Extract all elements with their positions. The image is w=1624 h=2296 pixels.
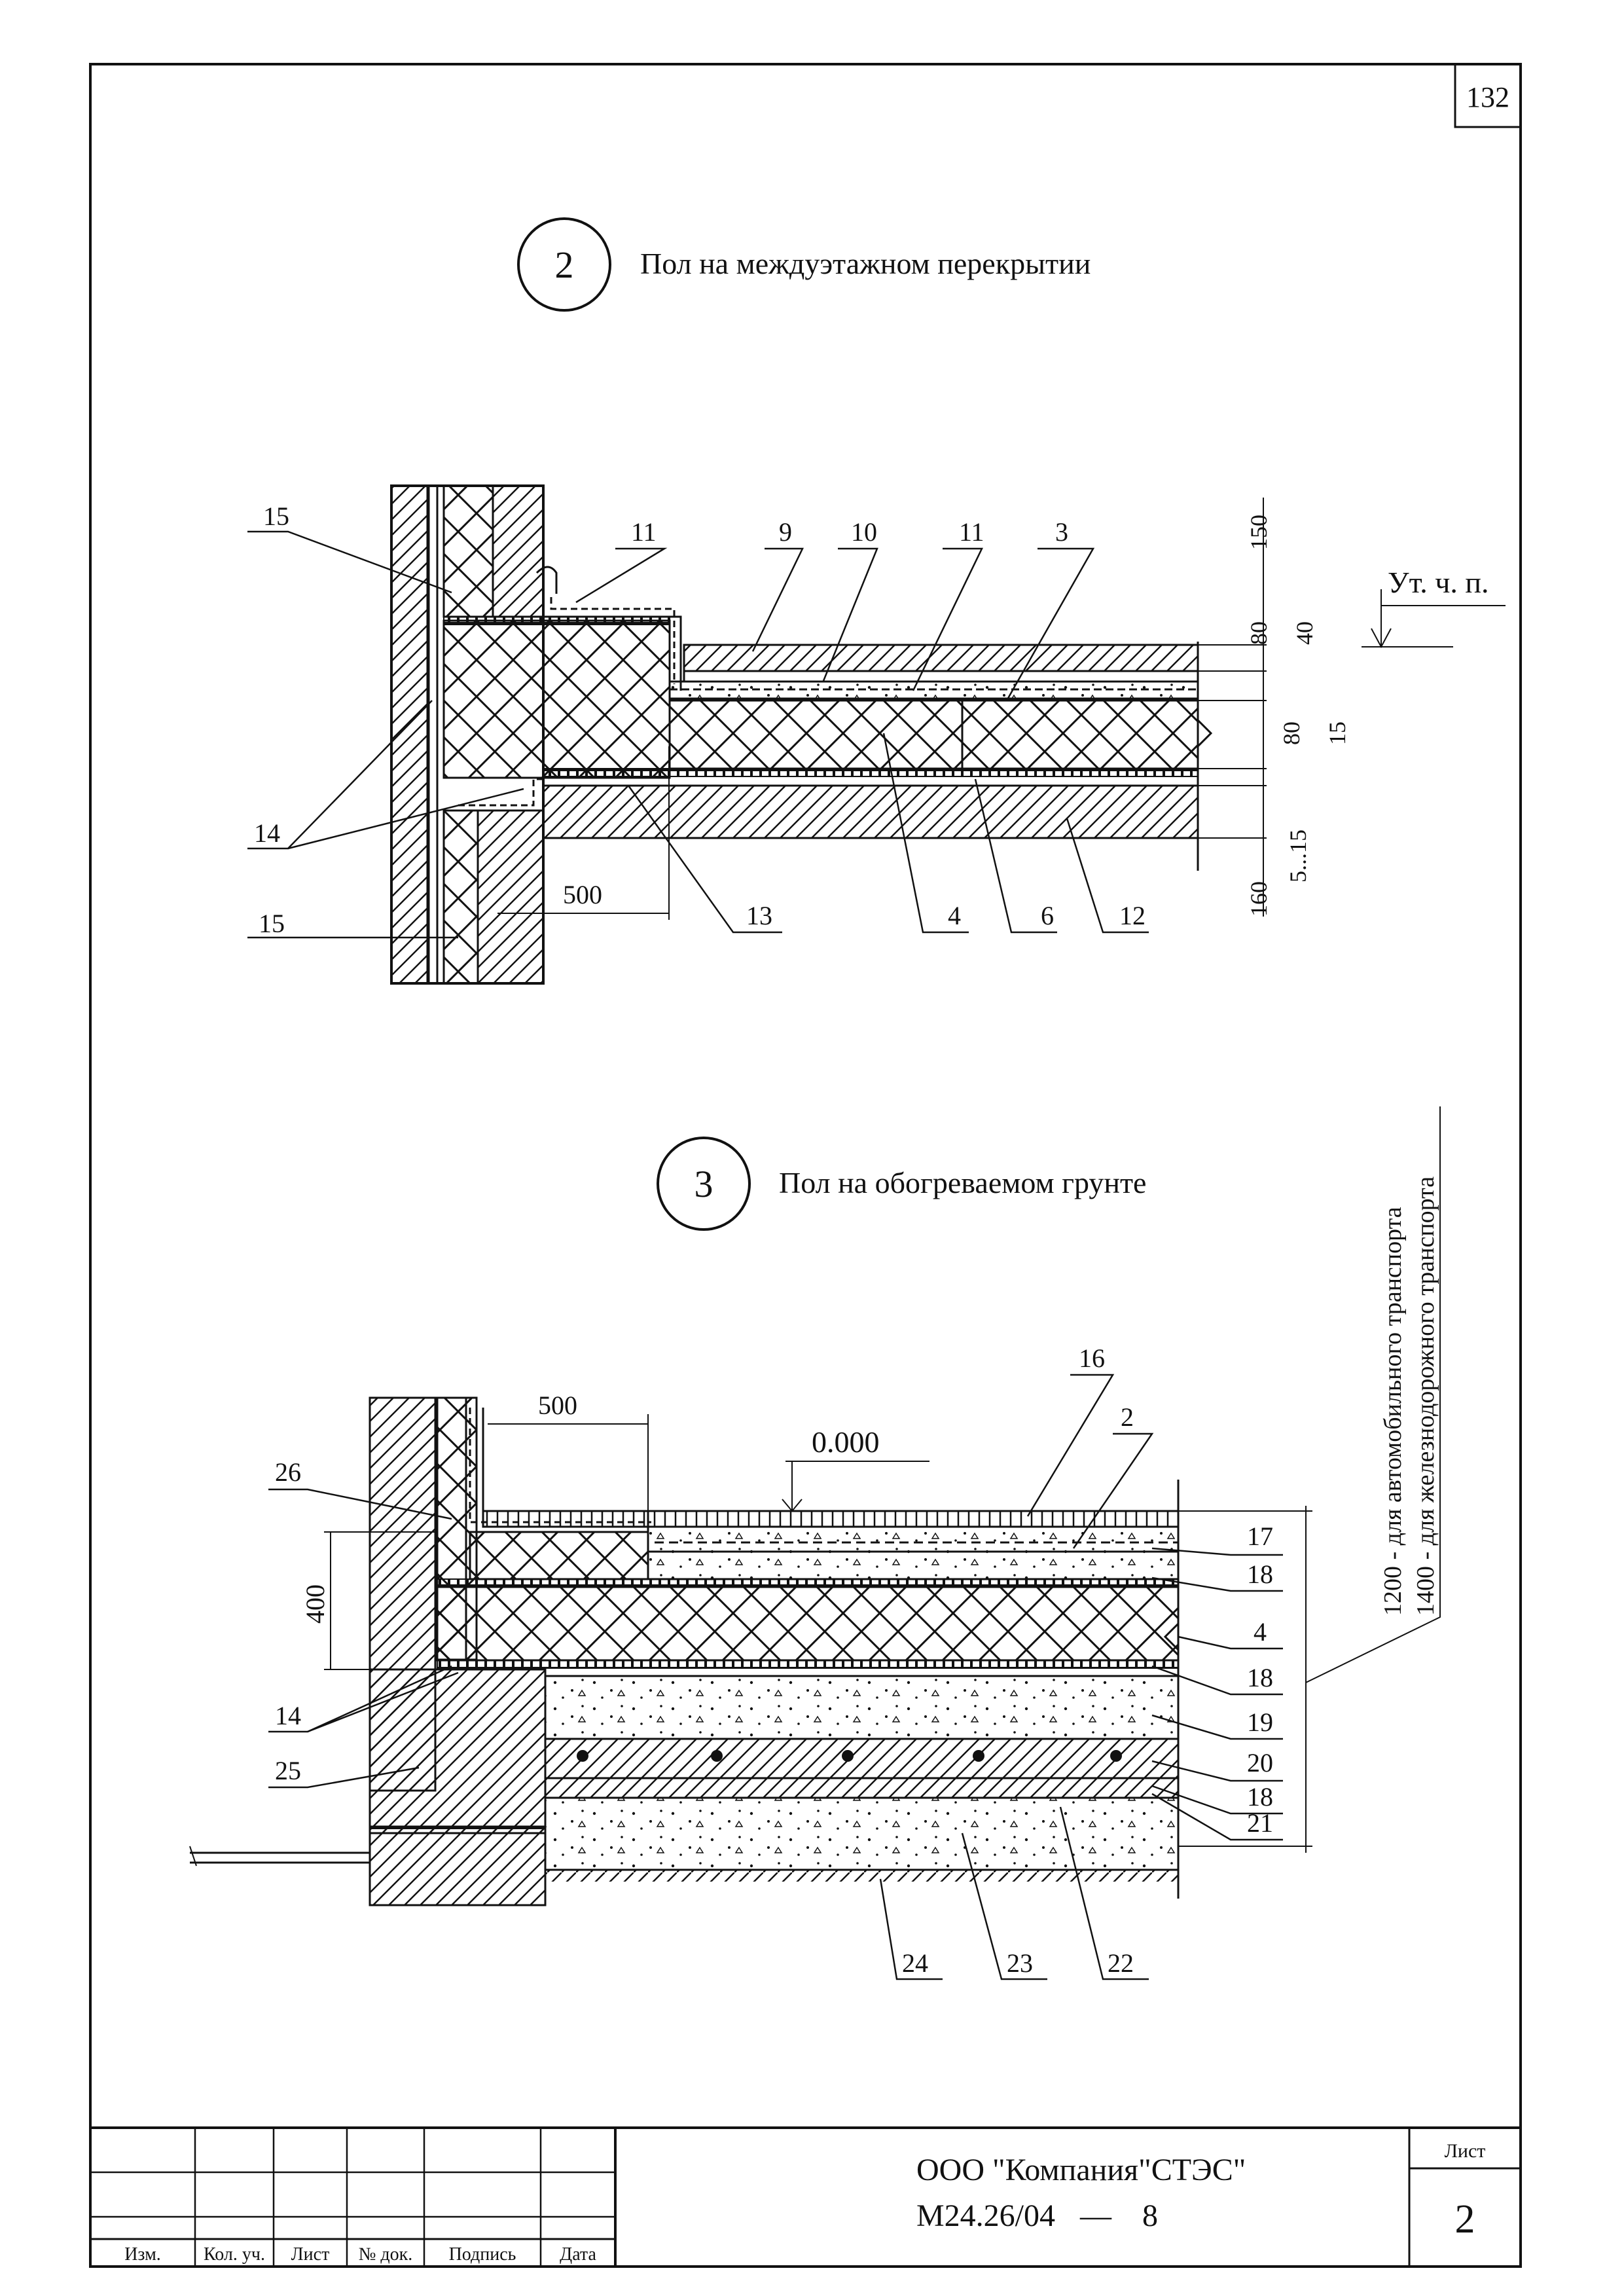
detail-3-dim-500: 500 <box>538 1391 577 1420</box>
dim-160: 160 <box>1246 881 1272 917</box>
callout-26: 26 <box>275 1457 301 1487</box>
col-doc-number: № док. <box>359 2244 413 2265</box>
callout-18: 18 <box>1247 1782 1273 1812</box>
detail-3-section <box>189 1106 1441 1906</box>
col-date: Дата <box>560 2244 596 2265</box>
dim-40: 40 <box>1291 621 1318 645</box>
callout-21: 21 <box>1247 1808 1273 1838</box>
callout-2: 2 <box>1121 1402 1134 1432</box>
title-block-columns: Изм. Кол. уч. Лист № док. Подпись Дата <box>124 2244 596 2265</box>
document-code-separator: — <box>1079 2198 1112 2233</box>
callout-9: 9 <box>779 517 792 547</box>
title-block <box>90 2126 1521 2267</box>
callout-14: 14 <box>275 1701 301 1730</box>
company-name: ООО "Компания"СТЭС" <box>916 2153 1246 2187</box>
heating-pipes <box>577 1750 1122 1762</box>
detail-3-heading: 3 Пол на обогреваемом грунте <box>657 1137 1146 1231</box>
sheet-frame <box>89 63 1522 2268</box>
dim-150: 150 <box>1246 515 1272 550</box>
callout-17: 17 <box>1247 1522 1273 1551</box>
dim-80: 80 <box>1246 621 1272 645</box>
detail-2-leaders <box>247 530 1149 939</box>
detail-2-title: Пол на междуэтажном перекрытии <box>640 247 1091 280</box>
callout-19: 19 <box>1247 1707 1273 1737</box>
callout-22: 22 <box>1108 1948 1134 1978</box>
detail-3-number: 3 <box>695 1163 713 1205</box>
callout-10: 10 <box>851 517 877 547</box>
callout-4: 4 <box>1254 1617 1267 1647</box>
callout-3: 3 <box>1055 517 1068 547</box>
detail-2-dim-500: 500 <box>563 880 602 909</box>
callout-23: 23 <box>1007 1948 1033 1978</box>
detail-3-number-circle <box>657 1137 751 1231</box>
callout-4: 4 <box>948 901 961 930</box>
detail-3-title: Пол на обогреваемом грунте <box>779 1166 1146 1199</box>
callout-15: 15 <box>259 909 285 938</box>
detail-3-callouts: 16 2 26 17 18 4 18 19 20 18 21 14 25 24 … <box>275 1343 1273 1978</box>
callout-13: 13 <box>746 901 772 930</box>
detail-2-heading: 2 Пол на междуэтажном перекрытии <box>517 217 1091 312</box>
callout-12: 12 <box>1119 901 1146 930</box>
col-signature: Подпись <box>449 2244 516 2265</box>
detail-3-dim-400: 400 <box>300 1584 330 1624</box>
depth-note-road: 1200 - для автомобильного транспорта <box>1379 1207 1407 1616</box>
callout-15: 15 <box>263 501 289 531</box>
callout-11: 11 <box>959 517 984 547</box>
document-code-sheet: 8 <box>1142 2198 1158 2233</box>
col-count: Кол. уч. <box>204 2244 265 2265</box>
callout-20: 20 <box>1247 1748 1273 1777</box>
callout-6: 6 <box>1041 901 1054 930</box>
col-sheet: Лист <box>291 2244 330 2265</box>
sheet-corner-number: 132 <box>1466 81 1509 113</box>
dim-15: 15 <box>1324 721 1350 745</box>
detail-3-leaders <box>268 1374 1283 1980</box>
detail-2-section <box>390 484 1506 985</box>
dim-80: 80 <box>1278 721 1305 745</box>
dim-5-15: 5...15 <box>1285 829 1311 883</box>
callout-25: 25 <box>275 1756 301 1785</box>
callout-14: 14 <box>254 818 280 848</box>
detail-2-callouts: 15 11 9 10 11 3 14 15 13 4 6 12 <box>254 501 1146 938</box>
level-label: Ут. ч. п. <box>1388 566 1489 599</box>
sheet-number: 2 <box>1455 2197 1475 2242</box>
callout-24: 24 <box>902 1948 928 1978</box>
callout-18: 18 <box>1247 1559 1273 1589</box>
callout-16: 16 <box>1079 1343 1105 1373</box>
detail-2-number: 2 <box>555 244 574 286</box>
col-change: Изм. <box>124 2244 161 2265</box>
depth-note-rail: 1400 - для железнодорожного транспорта <box>1412 1176 1439 1616</box>
document-code: М24.26/04 <box>916 2198 1055 2233</box>
callout-11: 11 <box>631 517 657 547</box>
callout-18: 18 <box>1247 1663 1273 1692</box>
detail-2-number-circle <box>517 217 611 312</box>
sheet-label: Лист <box>1445 2140 1486 2162</box>
level-mark-0000: 0.000 <box>812 1425 880 1459</box>
detail-2-dimensions: 150 80 40 80 15 5...15 160 <box>1246 515 1350 917</box>
